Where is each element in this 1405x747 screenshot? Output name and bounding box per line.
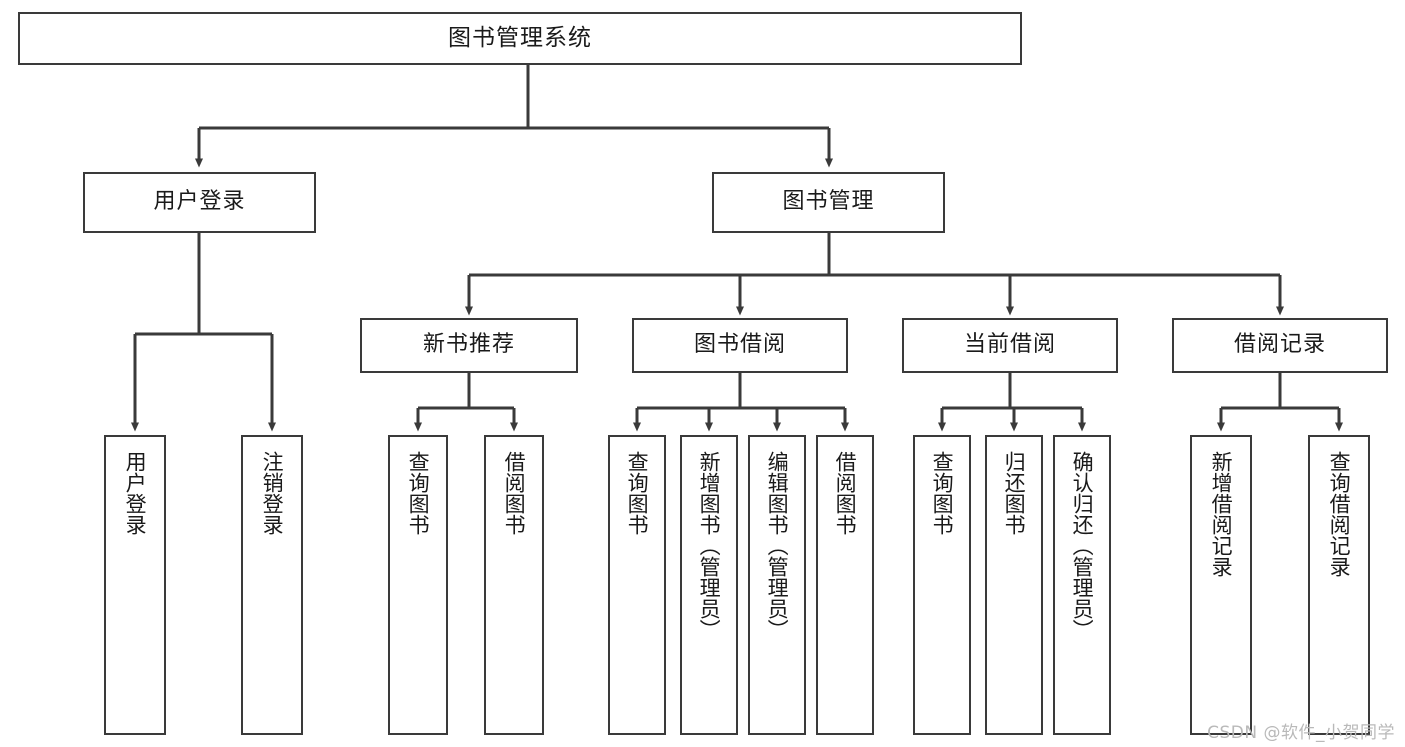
node-level2-current-borrow[interactable]: 当前借阅 — [902, 318, 1118, 373]
node-level2-borrow-record[interactable]: 借阅记录 — [1172, 318, 1388, 373]
node-leaf-query-book-current[interactable]: 查询图书 — [913, 435, 971, 735]
node-level1-book-management[interactable]: 图书管理 — [712, 172, 945, 233]
node-level1-user-login[interactable]: 用户登录 — [83, 172, 316, 233]
node-label: 查询借阅记录 — [1327, 451, 1352, 577]
node-label: 新增图书（管理员） — [697, 451, 722, 640]
node-root[interactable]: 图书管理系统 — [18, 12, 1022, 65]
node-label: 新增借阅记录 — [1209, 451, 1234, 577]
node-leaf-confirm-return-admin[interactable]: 确认归还（管理员） — [1053, 435, 1111, 735]
node-label: 借阅图书 — [833, 451, 858, 535]
node-leaf-borrow-book-recommend[interactable]: 借阅图书 — [484, 435, 544, 735]
node-level2-book-borrow[interactable]: 图书借阅 — [632, 318, 848, 373]
node-label: 查询图书 — [930, 451, 955, 535]
node-label: 确认归还（管理员） — [1070, 451, 1095, 640]
node-leaf-add-book-admin[interactable]: 新增图书（管理员） — [680, 435, 738, 735]
node-label: 用户登录 — [153, 189, 246, 215]
node-leaf-query-borrow-record[interactable]: 查询借阅记录 — [1308, 435, 1370, 735]
node-leaf-borrow-book[interactable]: 借阅图书 — [816, 435, 874, 735]
node-leaf-return-book[interactable]: 归还图书 — [985, 435, 1043, 735]
node-leaf-edit-book-admin[interactable]: 编辑图书（管理员） — [748, 435, 806, 735]
node-label: 借阅记录 — [1233, 332, 1326, 358]
node-leaf-logout[interactable]: 注销登录 — [241, 435, 303, 735]
node-leaf-add-borrow-record[interactable]: 新增借阅记录 — [1190, 435, 1252, 735]
node-label: 用户登录 — [123, 451, 148, 535]
node-label: 新书推荐 — [422, 332, 515, 358]
node-label: 查询图书 — [625, 451, 650, 535]
node-label: 归还图书 — [1002, 451, 1027, 535]
node-label: 图书管理系统 — [448, 24, 592, 51]
node-label: 当前借阅 — [963, 332, 1056, 358]
node-label: 编辑图书（管理员） — [765, 451, 790, 640]
node-leaf-query-book-borrow[interactable]: 查询图书 — [608, 435, 666, 735]
node-label: 图书借阅 — [693, 332, 786, 358]
node-label: 图书管理 — [782, 189, 875, 215]
node-label: 注销登录 — [260, 451, 285, 535]
node-label: 借阅图书 — [502, 451, 527, 535]
node-label: 查询图书 — [406, 451, 431, 535]
node-level2-new-book-recommend[interactable]: 新书推荐 — [360, 318, 578, 373]
node-leaf-user-login[interactable]: 用户登录 — [104, 435, 166, 735]
node-leaf-query-book-recommend[interactable]: 查询图书 — [388, 435, 448, 735]
